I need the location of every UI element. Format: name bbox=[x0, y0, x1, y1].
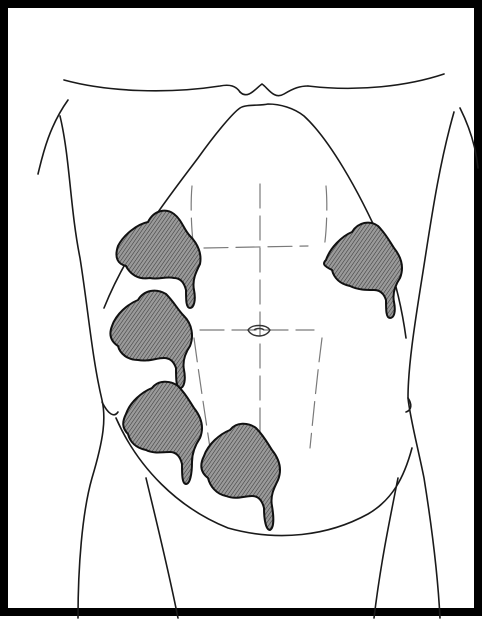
abdomen-illustration bbox=[8, 8, 482, 624]
pouch-center-lower bbox=[201, 424, 280, 530]
pouch-left-lower bbox=[123, 382, 202, 484]
navel-icon bbox=[248, 326, 270, 337]
left-shoulder-line bbox=[64, 80, 240, 92]
pouch-right-upper bbox=[324, 223, 402, 318]
pouch-left-mid bbox=[110, 291, 192, 388]
right-torso-outline bbox=[460, 108, 478, 168]
right-shoulder-line bbox=[308, 74, 444, 88]
chest-center-line bbox=[240, 84, 308, 96]
left-groin-line bbox=[146, 478, 178, 618]
